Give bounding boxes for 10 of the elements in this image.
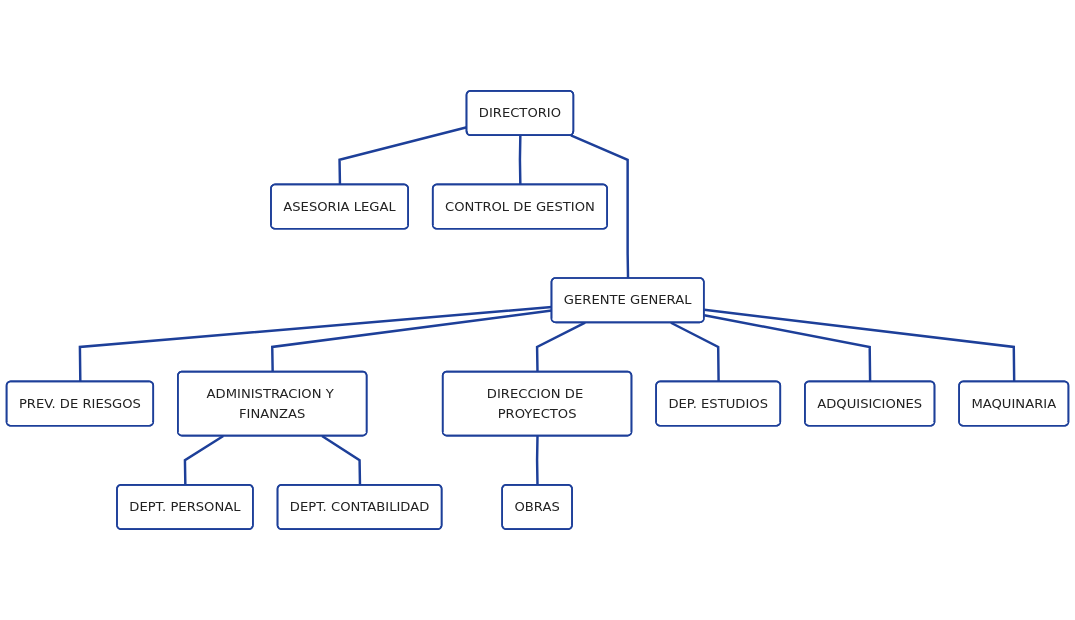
connector [518, 135, 522, 185]
connector [703, 314, 872, 382]
connector [535, 435, 539, 486]
connector [704, 308, 1016, 382]
connector [78, 305, 552, 382]
connector [570, 134, 630, 279]
connector [321, 434, 362, 486]
connector [535, 321, 586, 372]
connector [670, 321, 720, 382]
connector [183, 434, 224, 486]
